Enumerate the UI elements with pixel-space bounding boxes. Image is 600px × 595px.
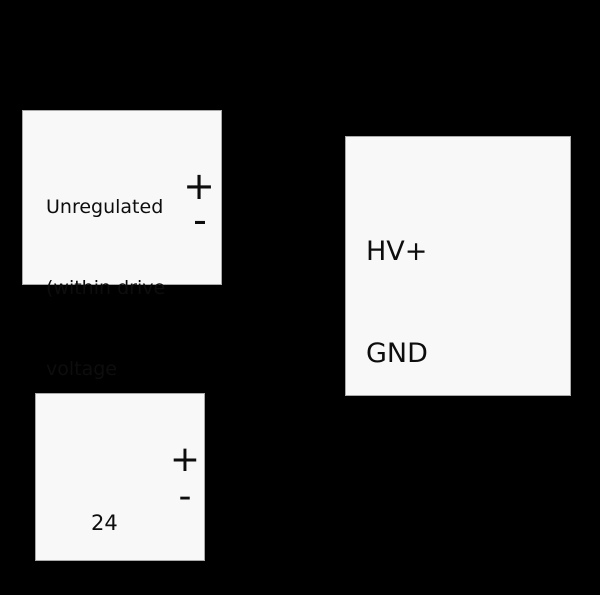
logic-supply-line-2: VDC [91,591,136,595]
logic-supply-label: 24 VDC [91,456,136,595]
unregulated-supply-line-1: Unregulated [46,196,164,218]
drive-terminal-spacer-2 [366,541,484,575]
drive-terminal-gnd-1: GND [366,338,428,369]
drive-terminal-spacer-1 [366,439,484,473]
logic-supply-box: 24 VDC + - [35,393,205,595]
drive-terminals-box: HV+ GND VCC/24V GND [345,136,571,396]
unregulated-supply-box: Unregulated (within drive voltage range)… [22,110,222,461]
unregulated-supply-line-3: voltage [46,358,117,380]
unregulated-supply-line-2: (within drive [46,277,166,299]
drive-terminal-hv-plus: HV+ [366,236,428,267]
logic-supply-line-1: 24 [91,511,118,535]
unregulated-supply-label: Unregulated (within drive voltage range) [46,140,165,518]
drive-terminals-label: HV+ GND VCC/24V GND [366,167,484,595]
